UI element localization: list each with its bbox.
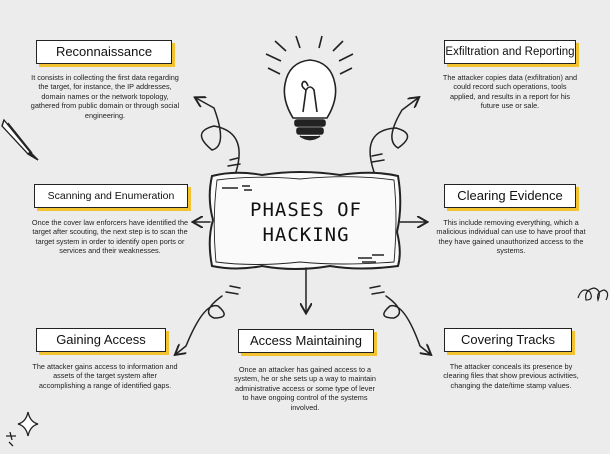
covering-desc: The attacker conceals its presence by cl… [443,362,579,390]
center-title-line2: HACKING [262,224,350,246]
gaining-title: Gaining Access [36,328,166,352]
exfiltration-desc: The attacker copies data (exfiltration) … [442,73,578,111]
arrow-gaining [176,295,225,354]
clearing-title: Clearing Evidence [444,184,576,208]
arrow-reconnaissance [196,98,240,173]
clearing-desc: This include removing everything, which … [436,218,586,256]
center-frame [208,171,402,270]
arrow-exfiltration [369,98,418,173]
exfiltration-title: Exfiltration and Reporting [444,40,576,64]
scanning-desc: Once the cover law enforcers have identi… [31,218,189,256]
reconnaissance-desc: It consists in collecting the first data… [30,73,180,120]
dash-marks [227,157,241,167]
sparkle-icon [6,411,39,447]
center-title: PHASES OF HACKING [236,198,376,248]
squiggle-icon [577,287,609,302]
dash-marks [225,285,241,295]
gaining-desc: The attacker gains access to information… [32,362,178,390]
arrow-covering [383,295,430,354]
scanning-title: Scanning and Enumeration [34,184,188,208]
dash-marks [369,285,385,295]
covering-title: Covering Tracks [444,328,572,352]
lightbulb-icon [265,35,354,141]
maintaining-desc: Once an attacker has gained access to a … [234,365,376,412]
dash-marks [371,153,385,163]
pencil-icon [1,118,39,161]
reconnaissance-title: Reconnaissance [36,40,172,64]
maintaining-title: Access Maintaining [238,329,374,353]
center-title-line1: PHASES OF [250,199,362,221]
